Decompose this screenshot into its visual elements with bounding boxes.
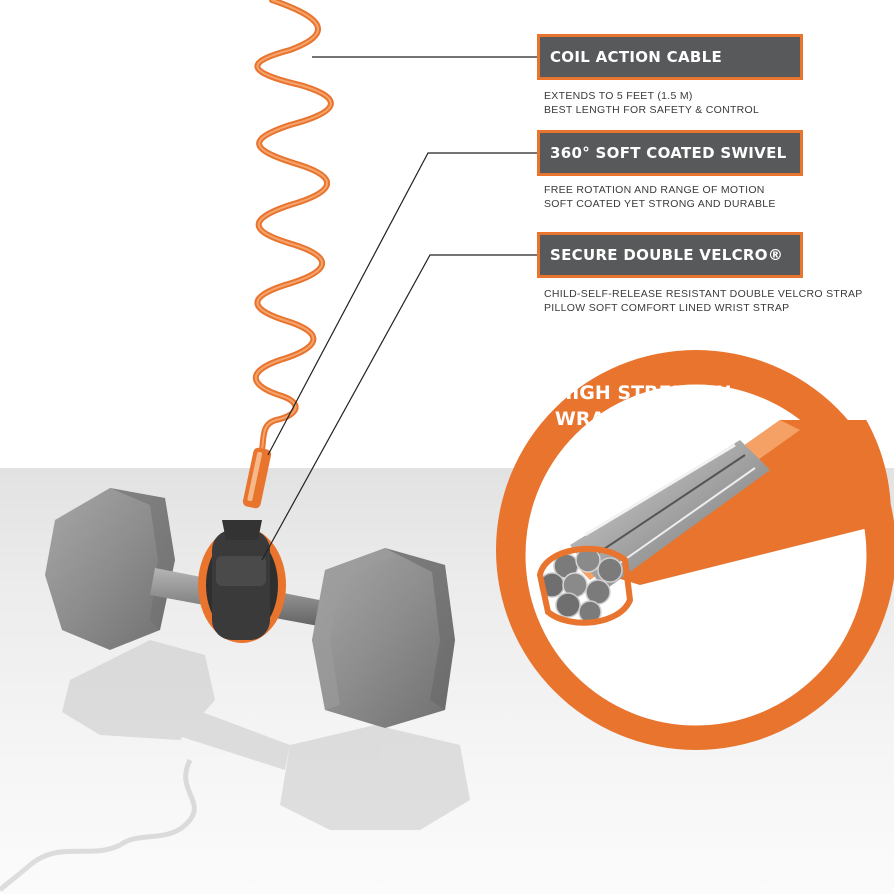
- velcro-title: SECURE DOUBLE VELCRO®: [550, 246, 784, 264]
- leader-lines: [261, 56, 537, 561]
- velcro-desc-line-1: CHILD-SELF-RELEASE RESISTANT DOUBLE VELC…: [544, 288, 863, 300]
- wrapped-steel-callout: [496, 350, 894, 750]
- swivel-desc-line-1: FREE ROTATION AND RANGE OF MOTION: [544, 184, 765, 196]
- swivel-desc: FREE ROTATION AND RANGE OF MOTION SOFT C…: [544, 183, 776, 211]
- strand-ends: [536, 545, 634, 626]
- coil-cable-label: COIL ACTION CABLE: [537, 34, 803, 80]
- wrapped-steel-title-line-1: HIGH STRENGTH: [556, 382, 732, 404]
- coil-cable-title: COIL ACTION CABLE: [550, 48, 723, 66]
- swivel-title: 360° SOFT COATED SWIVEL: [550, 144, 787, 162]
- coil-cable-desc: EXTENDS TO 5 FEET (1.5 M) BEST LENGTH FO…: [544, 89, 759, 117]
- coil-cable-desc-line-2: BEST LENGTH FOR SAFETY & CONTROL: [544, 104, 760, 116]
- dumbbell-shadow: [0, 640, 470, 892]
- wrapped-steel-title: HIGH STRENGTH WRAPPED STEEL: [534, 380, 754, 432]
- velcro-desc-line-2: PILLOW SOFT COMFORT LINED WRIST STRAP: [544, 302, 790, 314]
- wrapped-steel-title-line-2: WRAPPED STEEL: [554, 408, 734, 430]
- coil-cable: [252, 0, 334, 453]
- wrist-strap: [198, 520, 286, 643]
- swivel-desc-line-2: SOFT COATED YET STRONG AND DURABLE: [544, 198, 776, 210]
- velcro-desc: CHILD-SELF-RELEASE RESISTANT DOUBLE VELC…: [544, 287, 863, 315]
- swivel-label: 360° SOFT COATED SWIVEL: [537, 130, 803, 176]
- velcro-label: SECURE DOUBLE VELCRO®: [537, 232, 803, 278]
- coil-cable-desc-line-1: EXTENDS TO 5 FEET (1.5 M): [544, 90, 693, 102]
- dumbbell: [45, 488, 455, 728]
